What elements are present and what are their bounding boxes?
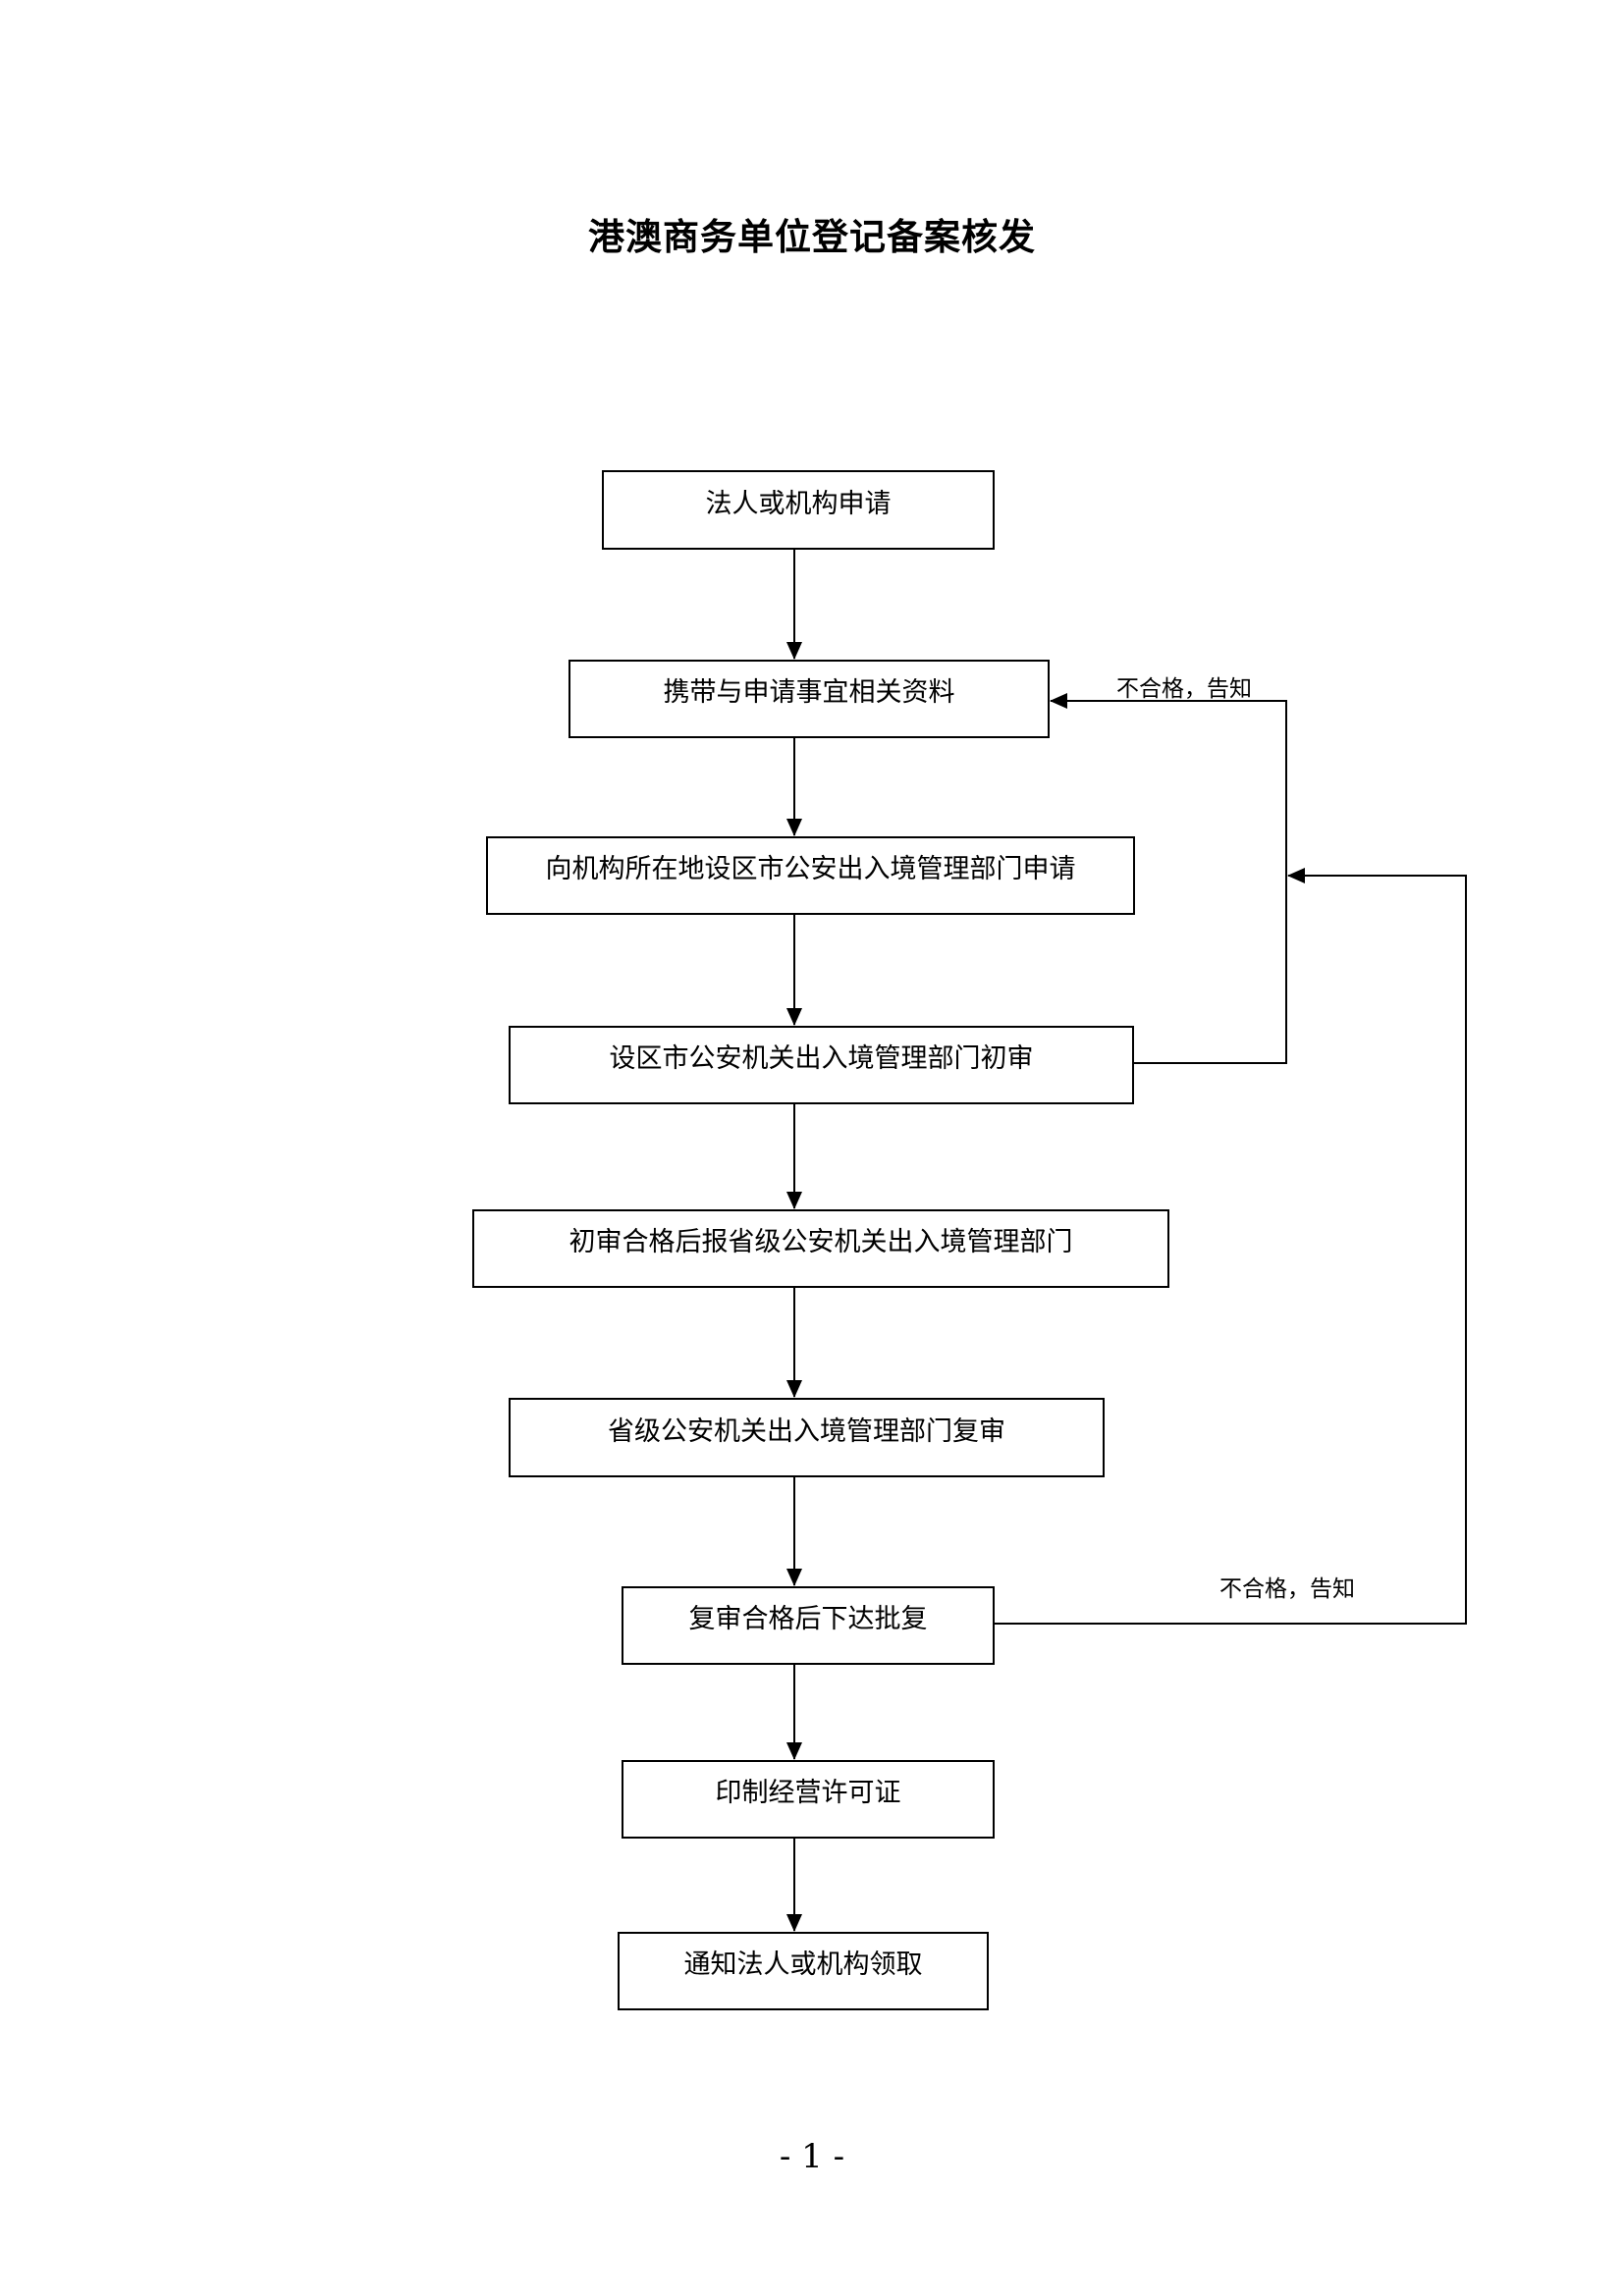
flow-step-issue-approval: 复审合格后下达批复 xyxy=(622,1586,995,1665)
page-number: - 1 - xyxy=(779,2137,845,2176)
flow-step-label: 印制经营许可证 xyxy=(715,1778,901,1808)
flow-step-label: 设区市公安机关出入境管理部门初审 xyxy=(609,1043,1034,1074)
flow-step-label: 法人或机构申请 xyxy=(705,488,892,519)
flow-step-label: 初审合格后报省级公安机关出入境管理部门 xyxy=(568,1227,1073,1257)
flow-step-label: 复审合格后下达批复 xyxy=(688,1604,928,1634)
flow-step-bring-materials: 携带与申请事宜相关资料 xyxy=(568,660,1050,738)
flow-step-label: 携带与申请事宜相关资料 xyxy=(663,677,955,708)
flow-step-label: 向机构所在地设区市公安出入境管理部门申请 xyxy=(545,854,1076,884)
flow-step-label: 通知法人或机构领取 xyxy=(683,1949,923,1980)
feedback-loop-approval xyxy=(995,868,1467,1625)
feedback-note-approval: 不合格，告知 xyxy=(1219,1576,1355,1602)
flow-step-print-license: 印制经营许可证 xyxy=(622,1760,995,1839)
flow-step-apply: 法人或机构申请 xyxy=(602,470,995,550)
flow-step-submit-city-bureau: 向机构所在地设区市公安出入境管理部门申请 xyxy=(486,836,1135,915)
feedback-note-initial-review: 不合格，告知 xyxy=(1116,676,1252,702)
flow-step-provincial-review: 省级公安机关出入境管理部门复审 xyxy=(509,1398,1105,1477)
feedback-loop-initial-review xyxy=(1050,693,1287,1064)
flow-step-initial-review: 设区市公安机关出入境管理部门初审 xyxy=(509,1026,1134,1104)
page-title: 港澳商务单位登记备案核发 xyxy=(588,215,1036,258)
flow-step-label: 省级公安机关出入境管理部门复审 xyxy=(608,1415,1005,1447)
flow-step-notify-collection: 通知法人或机构领取 xyxy=(618,1932,989,2010)
flow-step-report-province: 初审合格后报省级公安机关出入境管理部门 xyxy=(472,1209,1169,1288)
